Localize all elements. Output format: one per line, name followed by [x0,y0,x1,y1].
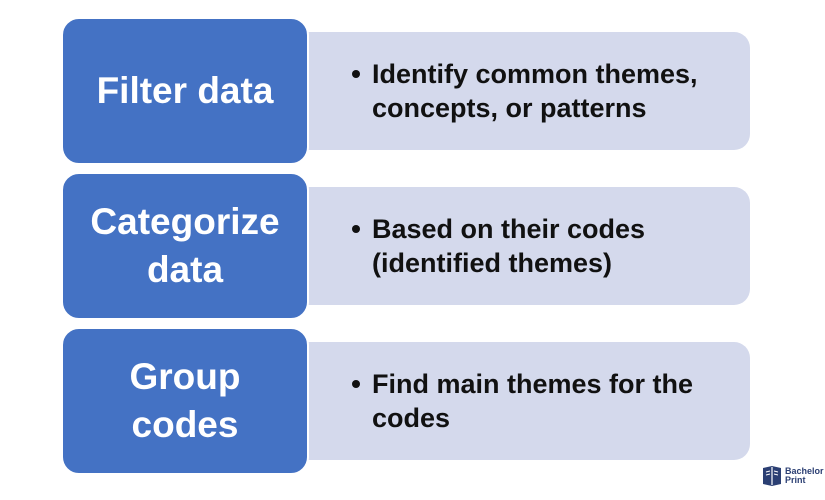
brand-line-2: Print [785,475,806,485]
detail-list: Find main themes for the codes [352,367,730,435]
detail-item: Identify common themes, concepts, or pat… [352,57,730,125]
step-box-filter-data: Filter data [61,17,309,165]
brand-line-1: Bachelor [785,466,824,476]
detail-list: Based on their codes (identified themes) [352,212,730,280]
detail-box-filter-data: Identify common themes, concepts, or pat… [290,32,750,150]
detail-item: Find main themes for the codes [352,367,730,435]
brand-logo: Bachelor Print [762,463,824,489]
step-box-categorize-data: Categorize data [61,172,309,320]
detail-box-categorize-data: Based on their codes (identified themes) [290,187,750,305]
step-label: Filter data [96,70,274,111]
step-row-categorize-data: Based on their codes (identified themes)… [0,172,825,322]
detail-box-group-codes: Find main themes for the codes [290,342,750,460]
step-row-group-codes: Find main themes for the codes Group cod… [0,327,825,477]
step-label: Group codes [129,356,241,445]
book-logo-icon [763,466,781,486]
detail-item: Based on their codes (identified themes) [352,212,730,280]
step-box-group-codes: Group codes [61,327,309,475]
step-label: Categorize data [90,201,280,290]
step-row-filter-data: Identify common themes, concepts, or pat… [0,17,825,167]
detail-list: Identify common themes, concepts, or pat… [352,57,730,125]
brand-wordmark: Bachelor Print [785,467,824,485]
